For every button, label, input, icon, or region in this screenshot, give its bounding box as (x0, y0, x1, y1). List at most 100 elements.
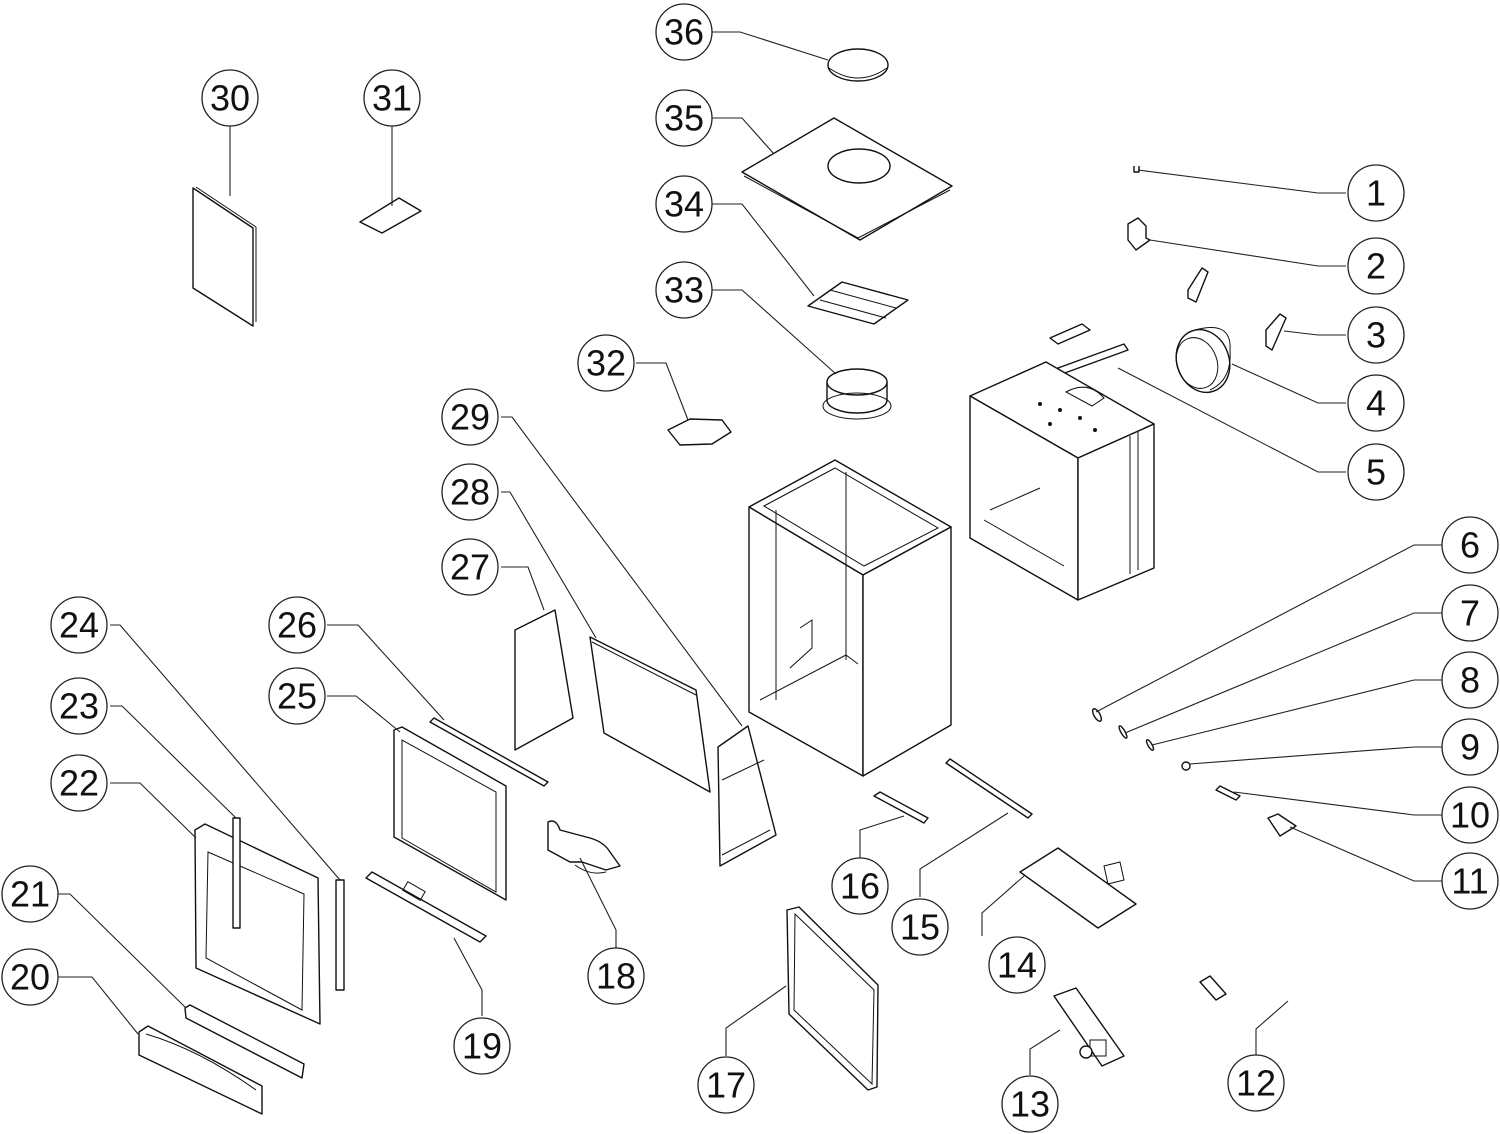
callout-35: 35 (655, 89, 713, 147)
callout-label: 2 (1366, 246, 1386, 287)
part-10-switch (1215, 785, 1241, 801)
part-4-flue-ring (1175, 327, 1231, 394)
callout-18: 18 (587, 947, 645, 1005)
callout-7: 7 (1441, 584, 1499, 642)
part-13-valve-assembly (1053, 987, 1125, 1067)
callout-label: 28 (450, 472, 490, 513)
part-20-lower-panel (138, 1025, 263, 1115)
callout-label: 33 (664, 270, 704, 311)
part-firebox (969, 361, 1155, 601)
part-28-rear-liner (589, 636, 711, 793)
part-36-cap (827, 48, 889, 82)
callout-15: 15 (891, 898, 949, 956)
part-8-fastener (1145, 739, 1155, 751)
part-25-glass-door (393, 726, 507, 901)
callout-34: 34 (655, 175, 713, 233)
callout-label: 27 (450, 547, 490, 588)
callout-label: 12 (1236, 1063, 1276, 1104)
callout-label: 32 (586, 343, 626, 384)
callout-11: 11 (1441, 852, 1499, 910)
callout-13: 13 (1001, 1075, 1059, 1133)
part-35-top-panel (741, 117, 953, 241)
callout-3: 3 (1347, 306, 1405, 364)
callout-label: 18 (596, 956, 636, 997)
callout-label: 9 (1460, 727, 1480, 768)
part-outer-casing (748, 459, 952, 777)
part-7-fastener (1118, 725, 1128, 739)
part-30-manual (192, 186, 257, 327)
callout-label: 10 (1450, 795, 1490, 836)
part-12-module-board (1199, 975, 1227, 1001)
part-16-bracket (873, 791, 929, 824)
part-33-flue-collar (822, 368, 892, 420)
part-5-bracket-rail (1049, 323, 1129, 375)
callout-36: 36 (655, 3, 713, 61)
callout-8: 8 (1441, 651, 1499, 709)
callout-6: 6 (1441, 516, 1499, 574)
part-3-bracket (1187, 267, 1287, 351)
callout-17: 17 (697, 1056, 755, 1114)
part-6-fastener (1091, 708, 1103, 722)
callout-label: 25 (277, 676, 317, 717)
callout-label: 29 (450, 397, 490, 438)
part-1-clip (1133, 166, 1140, 173)
callout-label: 36 (664, 12, 704, 53)
part-31-label-card (359, 197, 422, 234)
callout-label: 17 (706, 1065, 746, 1106)
callout-label: 20 (10, 957, 50, 998)
part-22-front-frame (194, 823, 321, 1025)
callout-label: 4 (1366, 383, 1386, 424)
part-17-gasket (786, 906, 879, 1091)
part-23-side-strip (232, 817, 241, 929)
callout-32: 32 (577, 334, 635, 392)
callout-label: 30 (210, 78, 250, 119)
callout-label: 34 (664, 184, 704, 225)
callout-label: 35 (664, 98, 704, 139)
part-32-gasket-plate (667, 418, 732, 446)
callout-30: 30 (201, 69, 259, 127)
callout-label: 23 (59, 686, 99, 727)
part-9-fitting (1181, 761, 1191, 771)
callout-23: 23 (50, 677, 108, 735)
callout-label: 16 (840, 866, 880, 907)
callout-label: 14 (997, 945, 1037, 986)
callout-19: 19 (453, 1017, 511, 1075)
callout-label: 5 (1366, 452, 1386, 493)
part-21-lower-strip (184, 1004, 305, 1079)
part-11-bracket (1267, 813, 1297, 837)
callout-label: 26 (277, 605, 317, 646)
callout-label: 22 (59, 763, 99, 804)
part-27-side-liner (514, 609, 574, 751)
callout-label: 3 (1366, 315, 1386, 356)
callout-label: 15 (900, 907, 940, 948)
callout-label: 7 (1460, 593, 1480, 634)
part-2-bracket (1127, 217, 1151, 251)
callout-9: 9 (1441, 718, 1499, 776)
part-29-side-liner (717, 725, 777, 867)
callout-12: 12 (1227, 1054, 1285, 1112)
callout-25: 25 (268, 667, 326, 725)
callout-22: 22 (50, 754, 108, 812)
callout-26: 26 (268, 596, 326, 654)
callout-27: 27 (441, 538, 499, 596)
callout-label: 11 (1451, 861, 1488, 902)
leader-lines (58, 31, 1442, 1075)
callout-label: 24 (59, 605, 99, 646)
callout-33: 33 (655, 261, 713, 319)
callout-label: 19 (462, 1026, 502, 1067)
callout-label: 6 (1460, 525, 1480, 566)
callout-28: 28 (441, 463, 499, 521)
callout-21: 21 (1, 865, 59, 923)
callout-5: 5 (1347, 443, 1405, 501)
callout-label: 1 (1366, 173, 1386, 214)
part-18-log-set (547, 820, 621, 874)
callout-24: 24 (50, 596, 108, 654)
callout-label: 31 (372, 78, 412, 119)
callout-label: 13 (1010, 1084, 1050, 1125)
part-24-side-strip (335, 879, 345, 991)
callout-4: 4 (1347, 374, 1405, 432)
part-14-burner-tray (1019, 847, 1137, 929)
callout-29: 29 (441, 388, 499, 446)
